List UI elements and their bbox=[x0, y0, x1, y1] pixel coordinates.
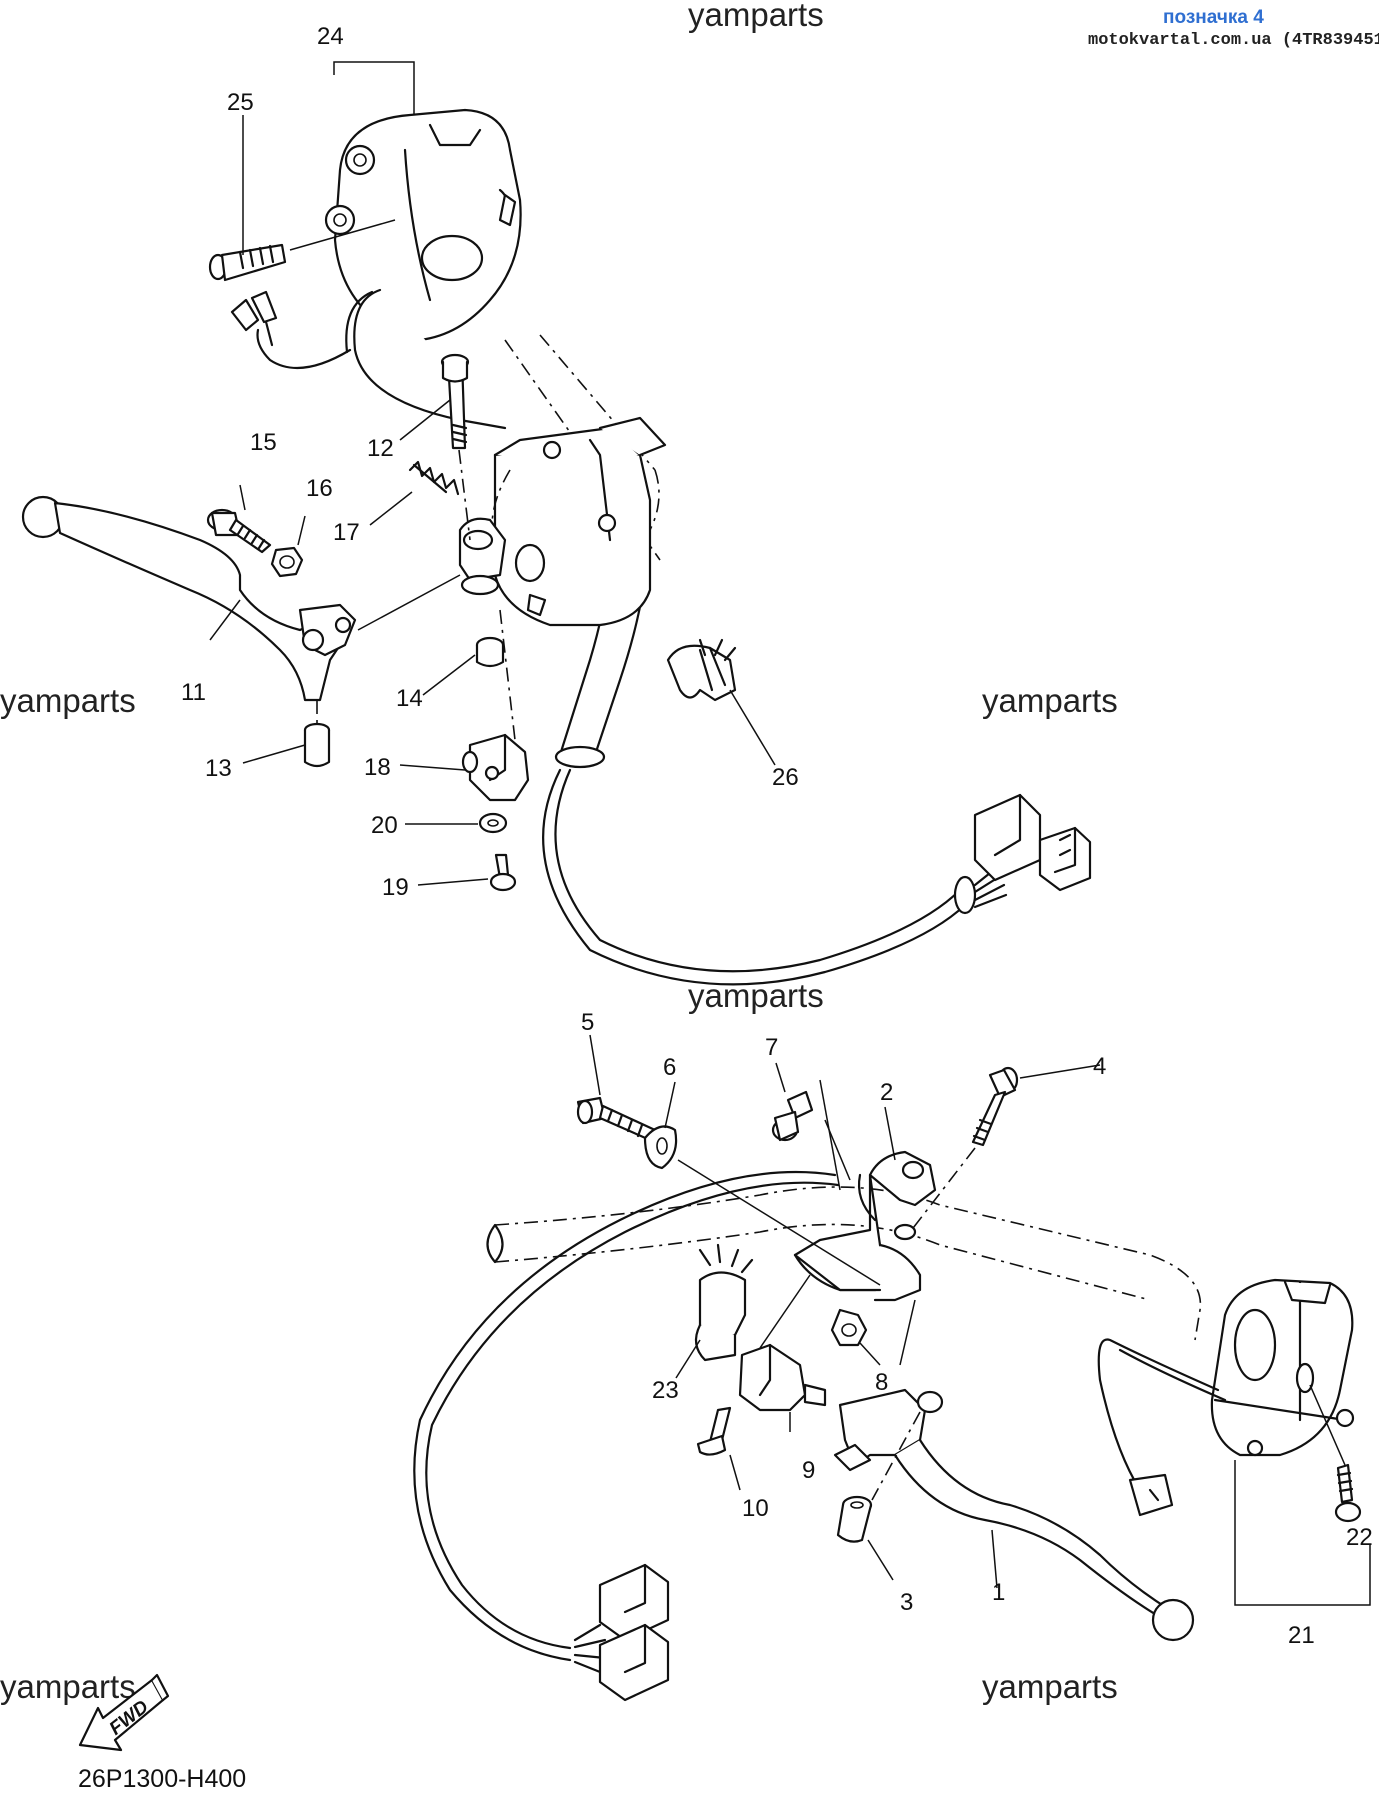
callout-22: 22 bbox=[1346, 1524, 1373, 1551]
connector-lower bbox=[598, 1563, 670, 1702]
connector-upper bbox=[973, 793, 1092, 892]
callout-6: 6 bbox=[663, 1054, 676, 1081]
switch-wiring-lower bbox=[1097, 1338, 1227, 1517]
callout-11: 11 bbox=[181, 679, 206, 706]
washer-20 bbox=[478, 812, 508, 834]
leaders-upper bbox=[209, 399, 776, 886]
cable-clip-26 bbox=[666, 638, 737, 702]
screw-10 bbox=[696, 1406, 732, 1456]
watermark-left: yamparts bbox=[0, 682, 136, 719]
watermark-top: yamparts bbox=[688, 0, 824, 33]
callout-14: 14 bbox=[396, 685, 423, 712]
handlebar-left-outline bbox=[486, 1186, 1202, 1341]
brake-lever-11 bbox=[21, 495, 461, 702]
callout-4: 4 bbox=[1093, 1053, 1106, 1080]
switch-cable bbox=[542, 768, 1008, 986]
leaders-lower bbox=[589, 1034, 1101, 1589]
watermark-bottom-right: yamparts bbox=[982, 1668, 1118, 1705]
nut-16 bbox=[270, 546, 304, 578]
clutch-side-cable bbox=[413, 1170, 840, 1674]
bolt-12 bbox=[440, 353, 471, 541]
callout-13: 13 bbox=[205, 755, 232, 782]
callout-2: 2 bbox=[880, 1079, 893, 1106]
callout-25: 25 bbox=[227, 89, 254, 116]
spring-17 bbox=[408, 460, 460, 496]
callout-bracket-21 bbox=[1234, 1460, 1371, 1606]
callout-21: 21 bbox=[1288, 1622, 1315, 1649]
bushing-14 bbox=[475, 636, 505, 668]
brake-lever-bracket bbox=[458, 517, 547, 617]
callout-24: 24 bbox=[317, 23, 344, 50]
bolt-15 bbox=[206, 508, 272, 554]
callout-1: 1 bbox=[992, 1579, 1005, 1606]
header-tag: позначка 4 bbox=[1163, 7, 1264, 28]
screw-22 bbox=[1309, 1384, 1362, 1523]
callout-16: 16 bbox=[306, 475, 333, 502]
callout-12: 12 bbox=[367, 435, 394, 462]
diagram-code: 26P1300-H400 bbox=[78, 1765, 246, 1793]
callout-9: 9 bbox=[802, 1457, 815, 1484]
clutch-switch-9 bbox=[738, 1274, 827, 1412]
bolt-5 bbox=[576, 1096, 657, 1142]
callout-19: 19 bbox=[382, 874, 409, 901]
callout-8: 8 bbox=[875, 1369, 888, 1396]
clutch-lever-bracket-2 bbox=[793, 1150, 937, 1302]
washer-6 bbox=[643, 1125, 881, 1286]
cable-clip-23 bbox=[694, 1243, 754, 1362]
clutch-lever-1 bbox=[833, 1388, 1195, 1642]
callout-5: 5 bbox=[581, 1009, 594, 1036]
callout-17: 17 bbox=[333, 519, 360, 546]
screw-25 bbox=[208, 219, 396, 282]
collar-13 bbox=[303, 700, 331, 768]
bolt-4 bbox=[909, 1066, 1019, 1233]
header-source: motokvartal.com.ua (4TR839451000) bbox=[1088, 31, 1379, 50]
callout-10: 10 bbox=[742, 1495, 769, 1522]
watermark-right: yamparts bbox=[982, 682, 1118, 719]
brake-master-cylinder bbox=[491, 416, 667, 627]
handlebar-switch-lower bbox=[1210, 1278, 1355, 1457]
callout-20: 20 bbox=[371, 812, 398, 839]
collar-3 bbox=[836, 1495, 873, 1543]
stop-switch-18 bbox=[461, 609, 530, 802]
callout-26: 26 bbox=[772, 764, 799, 791]
callout-3: 3 bbox=[900, 1589, 913, 1616]
screw-7 bbox=[771, 1090, 814, 1142]
callout-bracket-24-25 bbox=[242, 61, 415, 255]
nut-8 bbox=[830, 1308, 868, 1347]
callout-15: 15 bbox=[250, 429, 277, 456]
callout-23: 23 bbox=[652, 1377, 679, 1404]
switch-wiring bbox=[230, 288, 507, 430]
callout-7: 7 bbox=[765, 1034, 778, 1061]
watermark-bottom-left: yamparts bbox=[0, 1668, 136, 1705]
screw-19 bbox=[489, 853, 517, 892]
callout-18: 18 bbox=[364, 754, 391, 781]
